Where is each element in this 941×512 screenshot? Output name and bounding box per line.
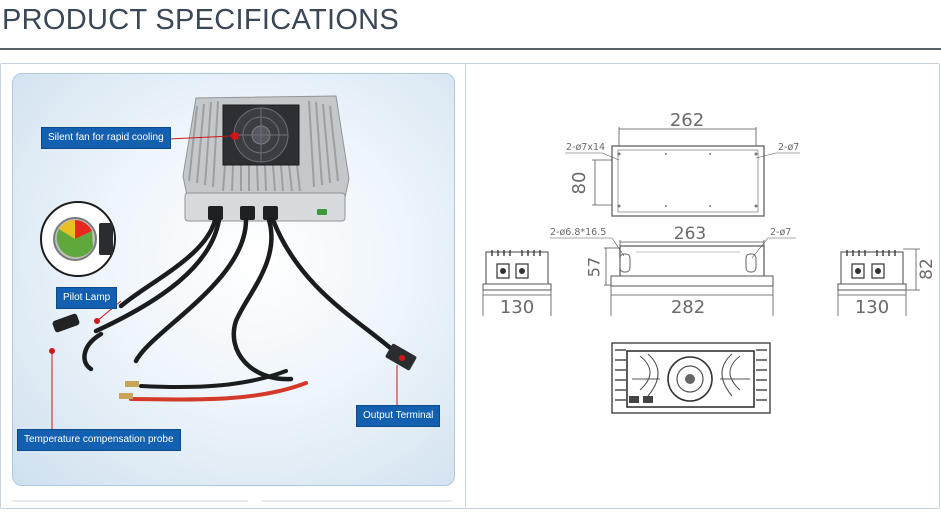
- side-view-left: 130: [482, 250, 552, 318]
- panel-divider: [465, 63, 466, 507]
- front-view: 263 57 282 2-ø6.8*16.5 2-ø7: [550, 224, 796, 318]
- charger-illustration: [40, 95, 417, 430]
- hole-callout-top-left: 2-ø7x14: [566, 142, 605, 153]
- hole-callout-front-left: 2-ø6.8*16.5: [550, 227, 606, 238]
- hole-callout-front-right: 2-ø7: [770, 227, 791, 238]
- pilot-lamp-inset: [40, 201, 116, 277]
- dim-side-right-width: 130: [855, 297, 889, 318]
- connectors: [208, 206, 278, 220]
- page-title: PRODUCT SPECIFICATIONS: [2, 4, 400, 36]
- dim-side-left-width: 130: [500, 297, 534, 318]
- callout-silent-fan: Silent fan for rapid cooling: [41, 127, 171, 149]
- red-cable: [129, 381, 308, 402]
- callout-pilot-lamp: Pilot Lamp: [56, 287, 118, 309]
- dim-top-depth: 80: [569, 172, 590, 195]
- top-view: 262 80 2-ø7x14 2-ø7: [565, 110, 800, 217]
- fan-marker-dot: [231, 132, 239, 140]
- dim-front-width-bottom: 282: [671, 297, 705, 318]
- title-divider: [0, 48, 941, 50]
- cables: [82, 217, 399, 382]
- dimension-drawing: 262 80 2-ø7x14 2-ø7 263 57 282: [482, 110, 937, 414]
- black-cable: [139, 369, 288, 390]
- callout-temperature-probe: Temperature compensation probe: [17, 429, 181, 451]
- side-view-right: 130 82: [837, 248, 937, 318]
- bottom-strip: [12, 500, 248, 502]
- dim-top-width: 262: [670, 110, 704, 131]
- fan-view: [611, 342, 771, 414]
- terminals: [52, 313, 417, 399]
- hole-callout-top-right: 2-ø7: [778, 142, 799, 153]
- callout-output-terminal: Output Terminal: [356, 405, 441, 427]
- dim-front-width-top: 263: [674, 224, 706, 244]
- dim-side-right-height: 82: [917, 258, 937, 280]
- status-led: [317, 209, 327, 215]
- bottom-strip: [262, 500, 452, 502]
- dim-front-height: 57: [585, 257, 604, 277]
